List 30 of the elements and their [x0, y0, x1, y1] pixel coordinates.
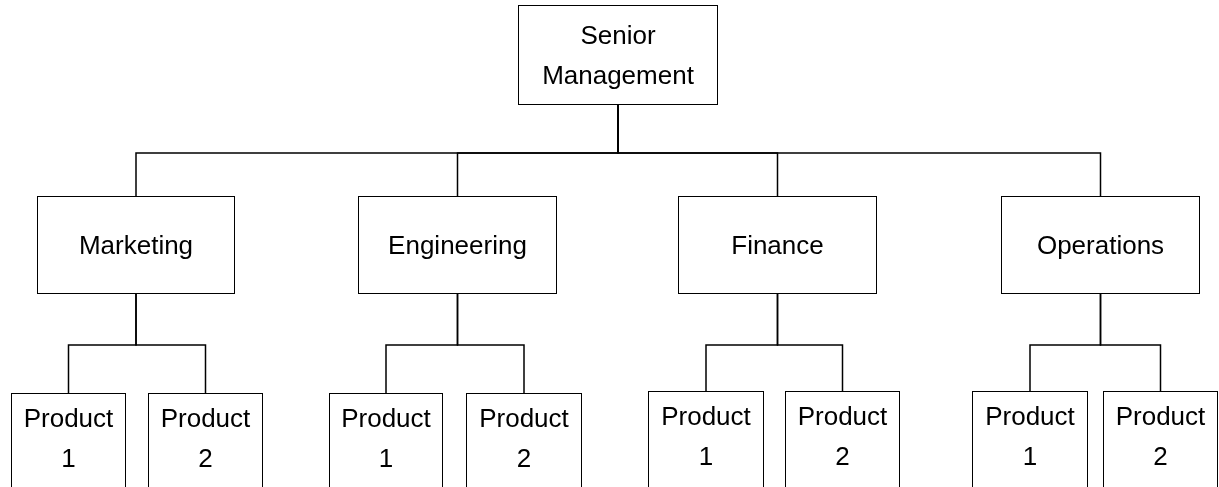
product-box: [11, 393, 126, 487]
box-label: Product 1: [23, 402, 114, 476]
department-box: [1001, 196, 1200, 294]
department-box: [678, 196, 877, 294]
box-label: Product 2: [797, 400, 888, 474]
box-label: Product 2: [160, 402, 251, 476]
connector-line: [1099, 293, 1162, 392]
box-label: Product 1: [985, 400, 1075, 474]
box-label: Product 1: [341, 402, 431, 476]
product-box: [148, 393, 263, 487]
product-box: [648, 391, 764, 487]
product-box: [329, 393, 443, 487]
connector-line: [776, 293, 844, 392]
box-label: Product 2: [479, 402, 569, 476]
connector-line: [456, 293, 525, 394]
management-box: [518, 5, 718, 105]
box-label: Marketing: [78, 228, 194, 262]
box-label: Senior Management: [542, 18, 694, 92]
box-label: Engineering: [388, 228, 527, 262]
box-label: Product 2: [1115, 400, 1206, 474]
connector-line: [135, 293, 207, 394]
product-box: [972, 391, 1088, 487]
box-label: Product 1: [661, 400, 751, 474]
department-box: [37, 196, 235, 294]
product-box: [785, 391, 900, 487]
product-box: [466, 393, 582, 487]
product-box: [1103, 391, 1218, 487]
box-label: Finance: [731, 228, 824, 262]
box-label: Operations: [1036, 228, 1165, 262]
department-box: [358, 196, 557, 294]
